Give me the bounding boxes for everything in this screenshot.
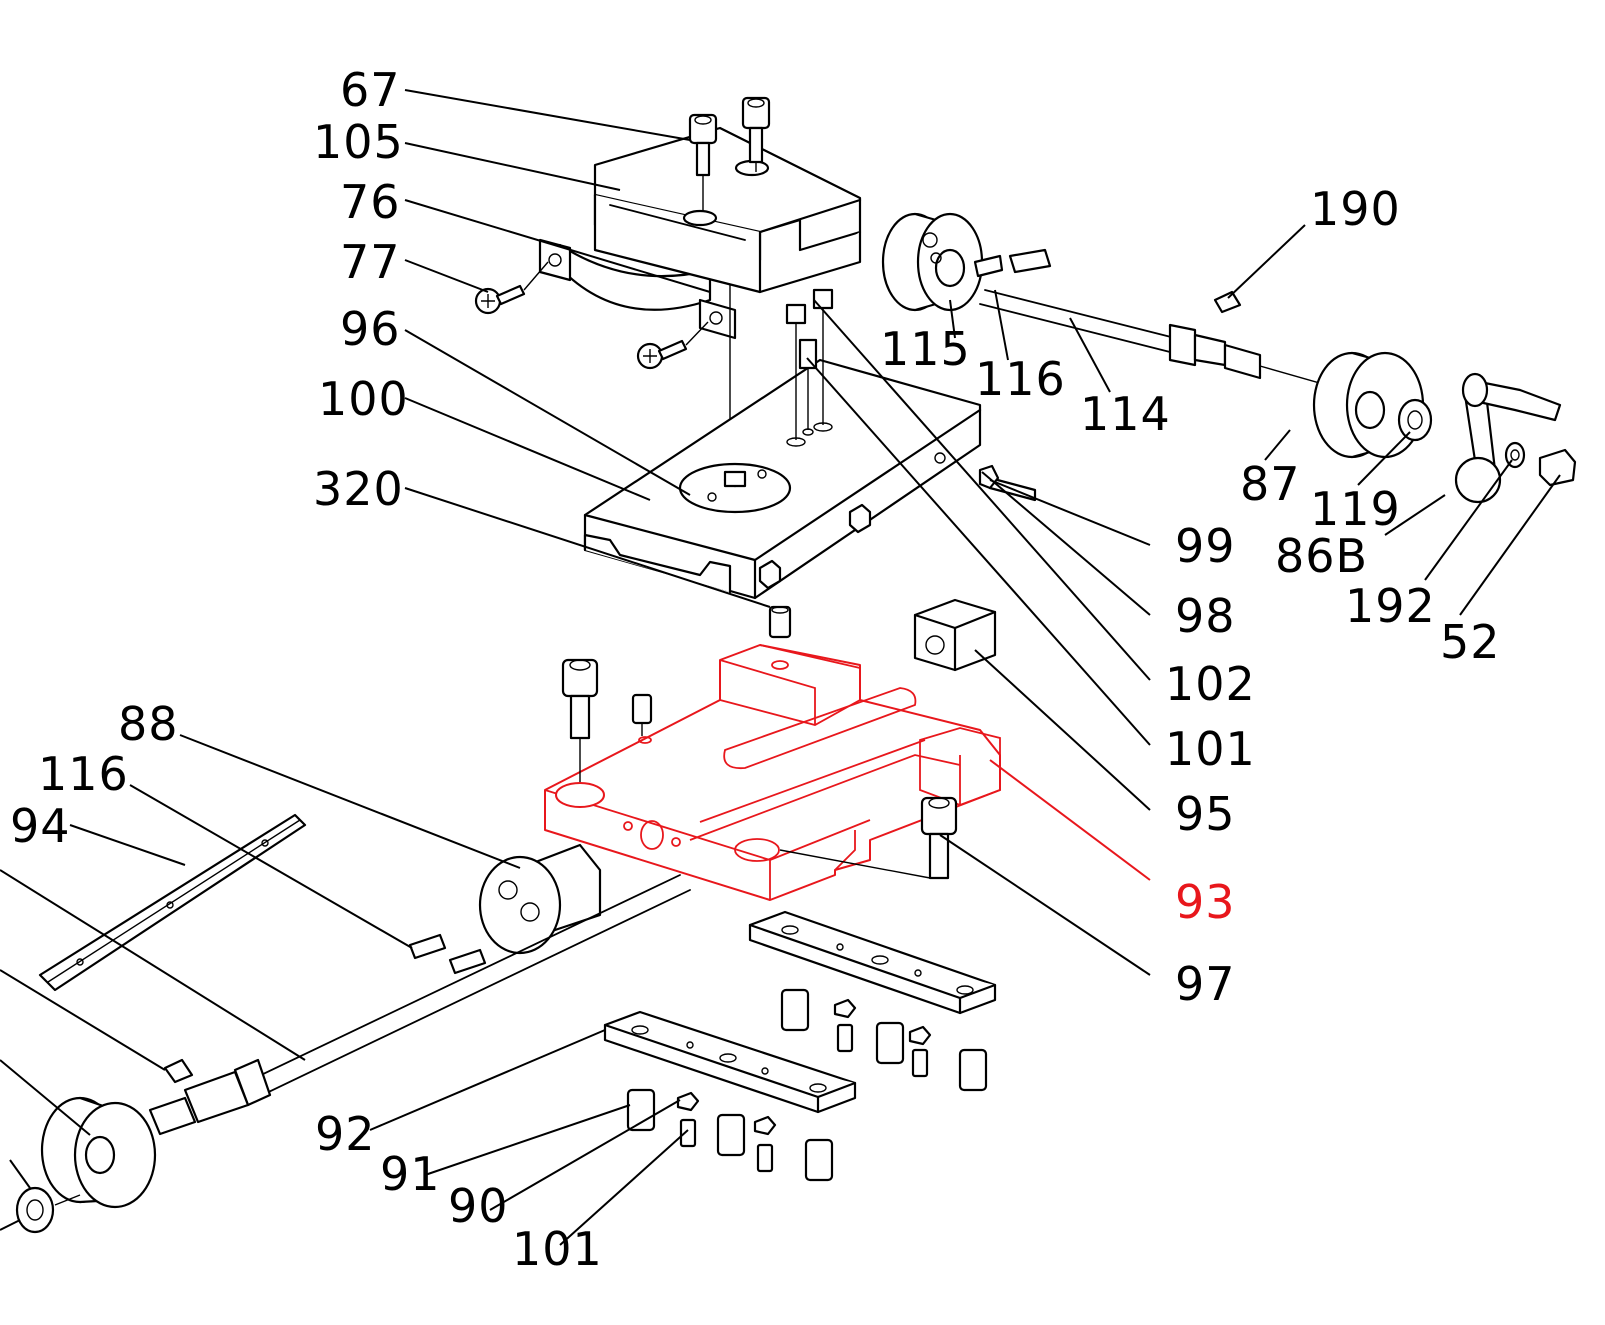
callout-label: 119 bbox=[1310, 482, 1401, 536]
callout-label: 86B bbox=[1275, 529, 1368, 583]
top-slide-assembly bbox=[474, 96, 862, 470]
callout-label: 116 bbox=[38, 747, 129, 801]
callout-label-highlighted: 93 bbox=[1175, 875, 1236, 929]
callout-label: 192 bbox=[1345, 579, 1436, 633]
lower-gib-strip-right bbox=[748, 910, 997, 1015]
callout-label: 52 bbox=[1440, 615, 1501, 669]
callout-labels: 67 105 76 77 96 100 320 190 115 116 114 … bbox=[10, 63, 1501, 1276]
lower-feed-screw bbox=[15, 813, 691, 1234]
callout-label: 67 bbox=[340, 63, 401, 117]
callout-label: 100 bbox=[318, 372, 409, 426]
callout-label: 101 bbox=[512, 1222, 603, 1276]
callout-label: 91 bbox=[380, 1147, 441, 1201]
callout-label: 114 bbox=[1080, 387, 1171, 441]
upper-feed-screw bbox=[881, 212, 1577, 504]
callout-label: 102 bbox=[1165, 657, 1256, 711]
callout-label: 320 bbox=[313, 462, 404, 516]
callout-label: 94 bbox=[10, 799, 71, 853]
callout-label: 77 bbox=[340, 235, 401, 289]
callout-label: 90 bbox=[448, 1179, 509, 1233]
gib-screws bbox=[626, 988, 988, 1182]
phillips-screw bbox=[636, 339, 688, 370]
callout-label: 99 bbox=[1175, 519, 1236, 573]
cross-slide-highlighted bbox=[544, 644, 1001, 901]
gib-block bbox=[913, 598, 997, 672]
set-screw bbox=[631, 693, 653, 736]
phillips-screw bbox=[474, 284, 526, 315]
cap-screw bbox=[779, 796, 958, 880]
callout-label: 97 bbox=[1175, 957, 1236, 1011]
leader-lines bbox=[0, 89, 1561, 1246]
callout-label: 92 bbox=[315, 1107, 376, 1161]
callout-label: 105 bbox=[313, 115, 404, 169]
callout-label: 95 bbox=[1175, 787, 1236, 841]
callout-label: 76 bbox=[340, 175, 401, 229]
compound-base bbox=[583, 288, 1037, 600]
cap-screw bbox=[741, 96, 771, 164]
set-screw bbox=[768, 605, 792, 639]
cap-screw bbox=[561, 658, 599, 782]
cap-screw bbox=[688, 113, 718, 177]
callout-label: 98 bbox=[1175, 589, 1236, 643]
callout-label: 88 bbox=[118, 697, 179, 751]
callout-label: 96 bbox=[340, 302, 401, 356]
callout-label: 116 bbox=[975, 352, 1066, 406]
callout-label: 87 bbox=[1240, 457, 1301, 511]
callout-label: 101 bbox=[1165, 722, 1256, 776]
callout-label: 190 bbox=[1310, 182, 1401, 236]
lower-gib-strip-left bbox=[603, 1010, 857, 1114]
callout-label: 115 bbox=[880, 322, 971, 376]
